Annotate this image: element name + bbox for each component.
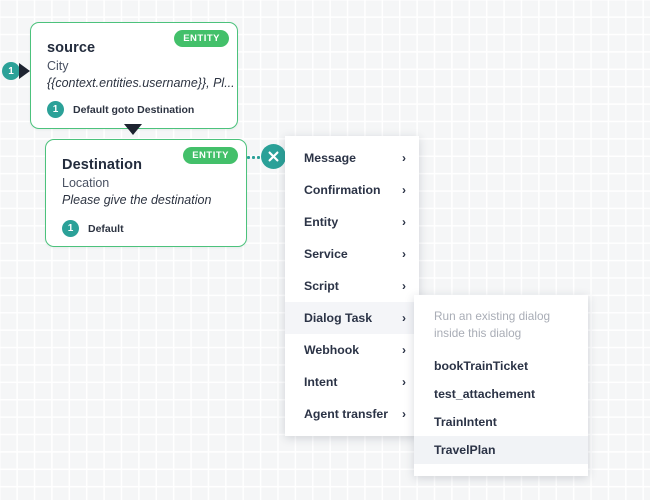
node-connection-row[interactable]: 1 Default goto Destination [47,101,194,118]
menu-item-entity[interactable]: Entity › [285,206,419,238]
submenu-item-trainintent[interactable]: TrainIntent [434,414,497,429]
chevron-right-icon: › [402,247,406,261]
node-connection-row[interactable]: 1 Default [62,220,124,237]
menu-item-agent-transfer[interactable]: Agent transfer › [285,398,419,430]
menu-item-script[interactable]: Script › [285,270,419,302]
menu-item-label: Intent [304,375,338,389]
menu-item-label: Service [304,247,348,261]
node-entity-type: City [47,59,69,73]
inbound-badge: 1 [2,62,20,80]
arrow-right-icon [19,63,30,79]
menu-item-dialog-task[interactable]: Dialog Task › [285,302,419,334]
submenu-item-test-attachement[interactable]: test_attachement [434,386,536,401]
chevron-right-icon: › [402,343,406,357]
node-destination-body: Destination Location Please give the des… [46,140,246,207]
dotted-connector [246,155,264,159]
chevron-right-icon: › [402,311,406,325]
node-source-body: source City {{context.entities.username}… [31,23,237,90]
dialog-task-submenu[interactable]: Run an existing dialog inside this dialo… [414,295,588,476]
menu-item-confirmation[interactable]: Confirmation › [285,174,419,206]
menu-item-intent[interactable]: Intent › [285,366,419,398]
chevron-right-icon: › [402,183,406,197]
menu-item-label: Webhook [304,343,360,357]
connection-number: 1 [62,220,79,237]
arrow-down-icon [124,124,142,135]
entity-badge: ENTITY [174,30,229,47]
node-entity-type: Location [62,176,110,190]
menu-item-label: Script [304,279,339,293]
submenu-hint: Run an existing dialog inside this dialo… [434,309,551,340]
connection-number: 1 [47,101,64,118]
menu-item-webhook[interactable]: Webhook › [285,334,419,366]
menu-item-label: Agent transfer [304,407,389,421]
chevron-right-icon: › [402,279,406,293]
close-icon[interactable] [261,144,286,169]
chevron-right-icon: › [402,375,406,389]
inbound-connector: 1 [2,62,30,80]
node-prompt: {{context.entities.username}}, Pl... [47,76,235,90]
connection-label: Default goto Destination [73,103,195,116]
menu-item-message[interactable]: Message › [285,142,419,174]
submenu-item-travelplan[interactable]: TravelPlan [414,435,588,464]
chevron-right-icon: › [402,407,406,421]
node-source[interactable]: ENTITY source City {{context.entities.us… [30,22,238,129]
chevron-right-icon: › [402,215,406,229]
node-title: Destination [62,157,143,173]
node-title: source [47,40,96,56]
connection-label: Default [88,222,124,235]
menu-item-label: Message [304,151,356,165]
node-destination[interactable]: ENTITY Destination Location Please give … [45,139,247,247]
entity-badge: ENTITY [183,147,238,164]
submenu-item-booktrainticket[interactable]: bookTrainTicket [434,358,529,373]
context-menu[interactable]: Message › Confirmation › Entity › Servic… [285,136,419,436]
chevron-right-icon: › [402,151,406,165]
menu-item-service[interactable]: Service › [285,238,419,270]
menu-item-label: Dialog Task [304,311,373,325]
menu-item-label: Confirmation [304,183,381,197]
node-prompt: Please give the destination [62,193,212,207]
menu-item-label: Entity [304,215,339,229]
